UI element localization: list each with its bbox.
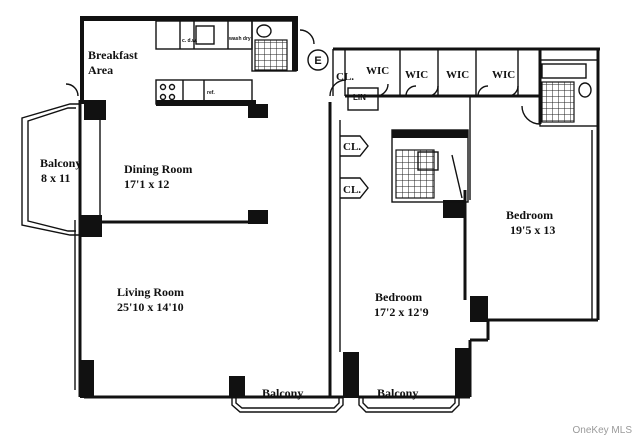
bedroom-right-dims: 19'5 x 13: [510, 223, 555, 237]
breakfast-area-label-line-2: Area: [88, 63, 113, 77]
bedroom-right-name: Bedroom: [506, 208, 553, 222]
entry-marker: E: [307, 49, 329, 71]
closet-upper-label: CL.: [343, 141, 361, 153]
dining-room-name: Dining Room: [124, 162, 192, 176]
door-swings: [65, 29, 541, 125]
hall-closet-label: CL.: [336, 71, 354, 83]
bottom-balcony-left-name: Balcony: [262, 386, 303, 400]
outer-walls: [74, 16, 600, 399]
bottom-balcony-right-outline: [358, 398, 460, 413]
walk-in-closet-1-label: WIC: [366, 65, 389, 77]
entry-marker-letter: E: [314, 55, 321, 67]
side-balcony-outline: [21, 103, 80, 236]
side-balcony-name: Balcony: [40, 156, 81, 170]
living-room-dims: 25'10 x 14'10: [117, 300, 184, 314]
living-room-name: Living Room: [117, 285, 184, 299]
bottom-balcony-right-name: Balcony: [377, 386, 418, 400]
dishwasher-label: c. d.w.: [182, 38, 198, 44]
walk-in-closet-3-label: WIC: [446, 69, 469, 81]
kitchen: [84, 20, 298, 215]
breakfast-area-label-line-1: Breakfast: [88, 48, 138, 62]
closet-lower-label: CL.: [343, 184, 361, 196]
side-balcony-dims: 8 x 11: [41, 171, 70, 185]
washer-dryer-label: wash dry: [228, 36, 251, 42]
bedroom-center-name: Bedroom: [375, 290, 422, 304]
linen-closet-label: LIN: [353, 93, 366, 102]
walk-in-closet-4-label: WIC: [492, 69, 515, 81]
refrigerator-label: ref.: [207, 90, 215, 96]
walk-in-closet-2-label: WIC: [405, 69, 428, 81]
bottom-balcony-left-outline: [231, 398, 344, 413]
dining-room-dims: 17'1 x 12: [124, 177, 169, 191]
watermark: OneKey MLS: [573, 425, 633, 436]
bedroom-center-dims: 17'2 x 12'9: [374, 305, 429, 319]
